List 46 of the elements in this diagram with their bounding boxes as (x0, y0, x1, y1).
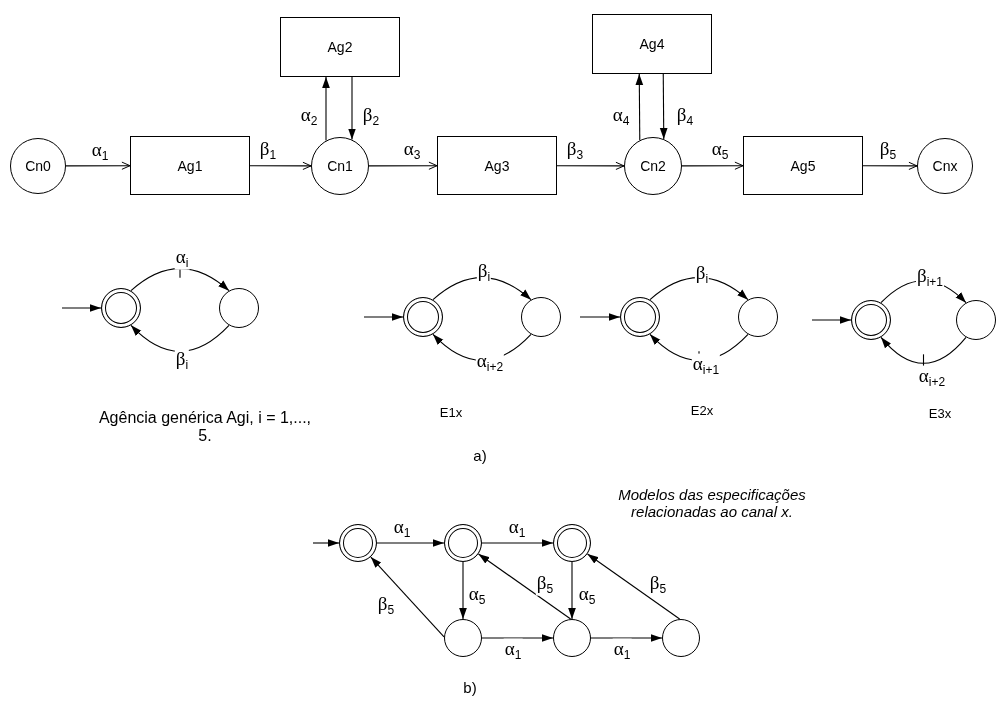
arrow (477, 553, 572, 620)
arrow (579, 313, 621, 321)
caption-text: Modelos das especificações relacionadas ao canal x. (617, 486, 807, 520)
caption-text: Agência genérica Agi, i = 1,..., 5. (97, 409, 313, 445)
arrow (312, 539, 340, 547)
arrow (659, 73, 668, 140)
marked-state-circle (101, 288, 141, 328)
agency-box: Ag2 (280, 17, 400, 77)
arrow (649, 277, 749, 301)
arrow (432, 277, 532, 301)
arrow (322, 76, 330, 142)
caption-text: E3x (928, 405, 952, 421)
arrow (811, 316, 852, 324)
caption-text: a) (473, 446, 487, 464)
caption-text: b) (463, 678, 477, 696)
edge-label: β$_{i}$ (174, 348, 190, 372)
marked-state-circle (851, 300, 891, 340)
arrow (481, 539, 554, 547)
agency-box: Ag5 (743, 136, 863, 195)
caption-text: E2x (690, 402, 714, 418)
marked-state-circle (620, 297, 660, 337)
marked-state-circle (339, 524, 377, 562)
arrow (363, 313, 404, 321)
arrow (481, 634, 554, 642)
marked-state-circle (403, 297, 443, 337)
arrow (61, 304, 102, 312)
arrow (130, 324, 230, 352)
caption-text: E1x (439, 404, 463, 420)
arrow (586, 553, 681, 620)
arrow (370, 556, 445, 638)
marked-state-circle (444, 524, 482, 562)
arrow (568, 561, 576, 620)
edge-label: α$_{i+2}$ (475, 350, 505, 374)
arrow (376, 539, 445, 547)
edge-label: α$_{i+2}$ (917, 365, 947, 389)
agency-box: Ag3 (437, 136, 557, 195)
agency-box: Ag4 (592, 14, 712, 74)
arrow (130, 268, 230, 292)
agency-box: Ag1 (130, 136, 250, 195)
arrow (459, 561, 467, 620)
marked-state-circle (553, 524, 591, 562)
arrow (348, 76, 356, 141)
arrow (635, 73, 644, 141)
arrow (880, 336, 967, 364)
arrow (590, 634, 663, 642)
edge-label: α$_{i+1}$ (691, 353, 721, 377)
